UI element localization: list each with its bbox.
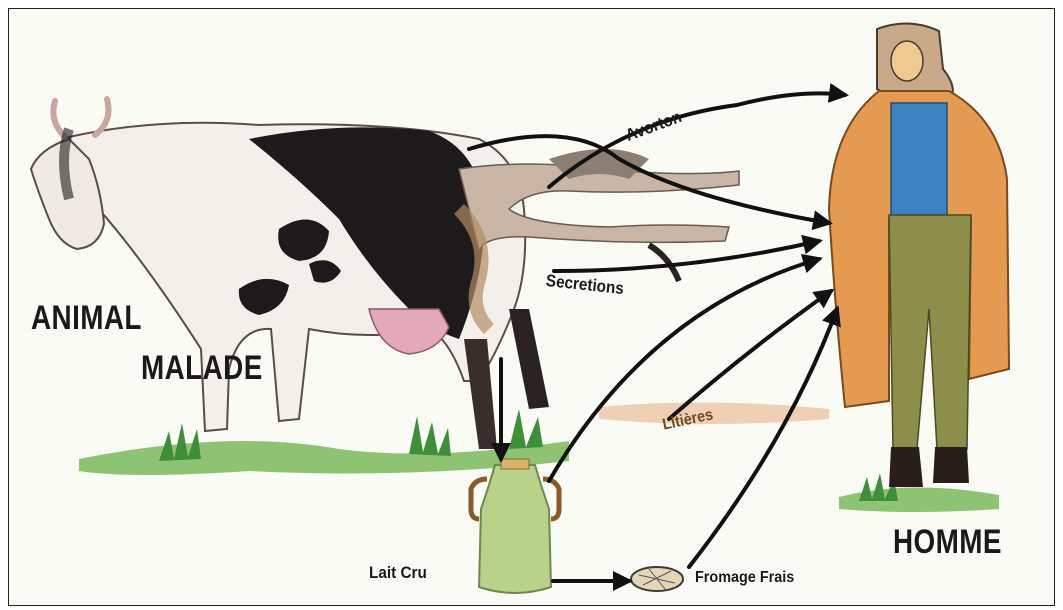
diagram-frame: ANIMAL MALADE HOMME Avorton Secretions L… (8, 8, 1055, 606)
arrow-fromage-to-homme (689, 309, 837, 567)
cow-icon (31, 99, 739, 449)
arrow-litieres (669, 291, 831, 419)
transmission-illustration (9, 9, 1056, 607)
man-icon (829, 23, 1009, 487)
milk-can-icon (471, 459, 559, 593)
homme-label: HOMME (893, 523, 1002, 562)
malade-label: MALADE (141, 349, 263, 388)
arrow-secretions (554, 241, 819, 271)
fromage-frais-label: Fromage Frais (695, 569, 794, 587)
lait-cru-label: Lait Cru (369, 563, 427, 583)
animal-label: ANIMAL (31, 299, 142, 338)
